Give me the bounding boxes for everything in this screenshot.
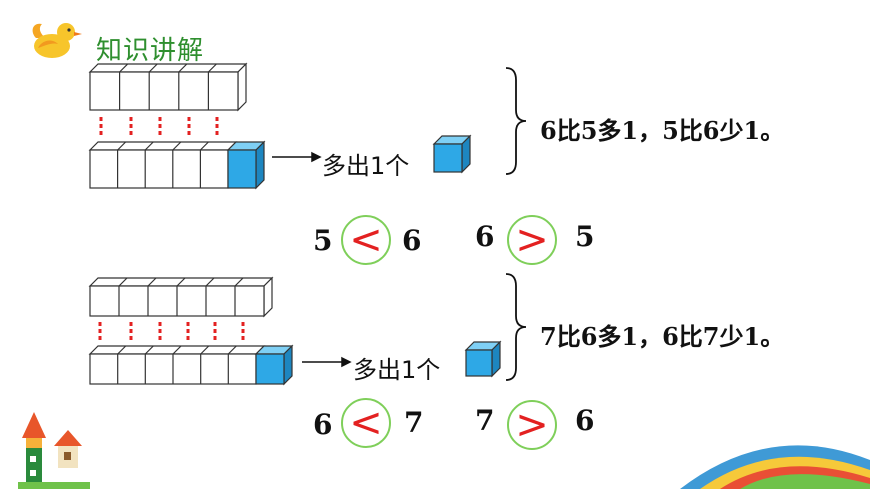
tower-decoration-icon	[18, 412, 90, 489]
rainbow-decoration-icon	[680, 445, 870, 489]
brace-icon-2	[505, 273, 527, 381]
compare-right-a: 6	[475, 220, 495, 253]
section2-blocks	[88, 276, 502, 386]
statement: 6比5多1，5比6少1。	[540, 116, 785, 145]
extra-label-2: 多出1个	[353, 356, 441, 384]
arrow	[272, 151, 322, 163]
statement-2: 7比6多1，6比7少1。	[540, 322, 785, 351]
page-title: 知识讲解	[96, 36, 205, 66]
brace-icon	[505, 67, 527, 175]
compare-left-a: 5	[313, 224, 333, 257]
compare2-left-symbol: <	[341, 398, 391, 448]
duck-logo-icon	[32, 23, 82, 58]
compare-right-b: 5	[575, 220, 595, 253]
compare-left-b: 6	[402, 224, 422, 257]
extra-cube-icon	[432, 134, 472, 174]
compare-right-symbol: >	[507, 215, 557, 265]
top-row-cubes	[88, 62, 248, 112]
compare-left-symbol: <	[341, 215, 391, 265]
compare2-right-symbol: >	[507, 400, 557, 450]
compare2-right-b: 6	[575, 404, 595, 437]
section1-blocks	[88, 62, 472, 190]
extra-label: 多出1个	[322, 152, 410, 180]
compare2-left-b: 7	[404, 406, 424, 439]
compare2-right-a: 7	[475, 404, 495, 437]
matching-dots	[99, 117, 219, 138]
compare2-left-a: 6	[313, 408, 333, 441]
